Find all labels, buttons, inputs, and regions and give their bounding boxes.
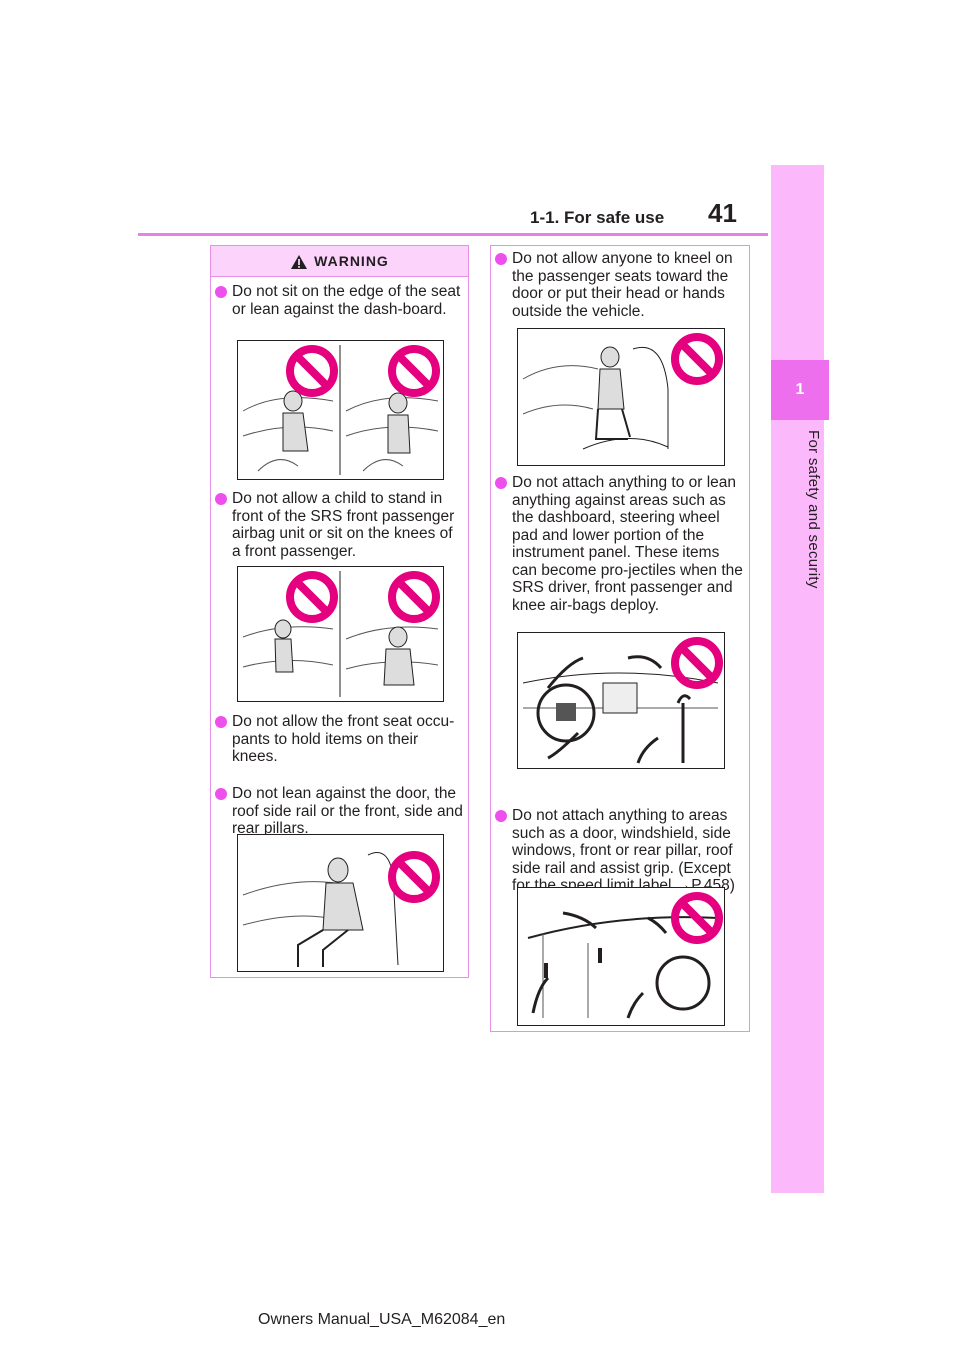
prohibited-icon bbox=[671, 637, 723, 689]
list-item: Do not lean against the door, the roof s… bbox=[215, 785, 465, 838]
warning-label: WARNING bbox=[314, 253, 389, 269]
warning-triangle-icon bbox=[291, 255, 308, 269]
list-item: Do not allow the front seat occu-pants t… bbox=[215, 713, 465, 766]
list-item-text: Do not lean against the door, the roof s… bbox=[232, 785, 463, 837]
illustration-kneeling-on-seat bbox=[517, 328, 725, 466]
illustration-door-pillar-items bbox=[517, 887, 725, 1026]
list-item-text: Do not sit on the edge of the seat or le… bbox=[232, 283, 461, 318]
prohibited-icon bbox=[286, 345, 338, 397]
prohibited-icon bbox=[388, 851, 440, 903]
illustration-sitting-on-seat-edge bbox=[237, 340, 444, 480]
prohibited-icon bbox=[671, 892, 723, 944]
list-item: Do not attach anything to areas such as … bbox=[495, 807, 745, 895]
bullet-icon bbox=[215, 493, 227, 505]
list-item-text: Do not attach anything to areas such as … bbox=[512, 807, 735, 894]
prohibited-icon bbox=[671, 333, 723, 385]
prohibited-icon bbox=[286, 571, 338, 623]
bullet-icon bbox=[215, 788, 227, 800]
page-number: 41 bbox=[708, 198, 737, 228]
chapter-title: For safety and security bbox=[805, 430, 822, 589]
section-title: 1-1. For safe use bbox=[530, 208, 665, 227]
prohibited-icon bbox=[388, 571, 440, 623]
illustration-leaning-on-door bbox=[237, 834, 444, 972]
list-item-text: Do not allow the front seat occu-pants t… bbox=[232, 713, 455, 765]
bullet-icon bbox=[495, 477, 507, 489]
bullet-icon bbox=[495, 253, 507, 265]
chapter-side-tab bbox=[771, 165, 824, 1193]
warning-header: WARNING bbox=[211, 246, 468, 277]
prohibited-icon bbox=[388, 345, 440, 397]
list-item: Do not attach anything to or lean anythi… bbox=[495, 474, 745, 614]
list-item: Do not sit on the edge of the seat or le… bbox=[215, 283, 465, 318]
list-item: Do not allow a child to stand in front o… bbox=[215, 490, 465, 560]
header-rule bbox=[138, 233, 768, 236]
warning-box-right: Do not allow anyone to kneel on the pass… bbox=[490, 245, 750, 1032]
document-footer: Owners Manual_USA_M62084_en bbox=[258, 1311, 506, 1328]
illustration-child-standing bbox=[237, 566, 444, 702]
list-item-text: Do not attach anything to or lean anythi… bbox=[512, 474, 743, 614]
bullet-icon bbox=[495, 810, 507, 822]
bullet-icon bbox=[215, 716, 227, 728]
illustration-dashboard-items bbox=[517, 632, 725, 769]
warning-box-left: WARNING Do not sit on the edge of the se… bbox=[210, 245, 469, 978]
list-item-text: Do not allow a child to stand in front o… bbox=[232, 490, 455, 560]
chapter-number: 1 bbox=[795, 381, 805, 398]
list-item: Do not allow anyone to kneel on the pass… bbox=[495, 250, 745, 320]
bullet-icon bbox=[215, 286, 227, 298]
list-item-text: Do not allow anyone to kneel on the pass… bbox=[512, 250, 733, 320]
chapter-number-tab bbox=[771, 360, 829, 420]
